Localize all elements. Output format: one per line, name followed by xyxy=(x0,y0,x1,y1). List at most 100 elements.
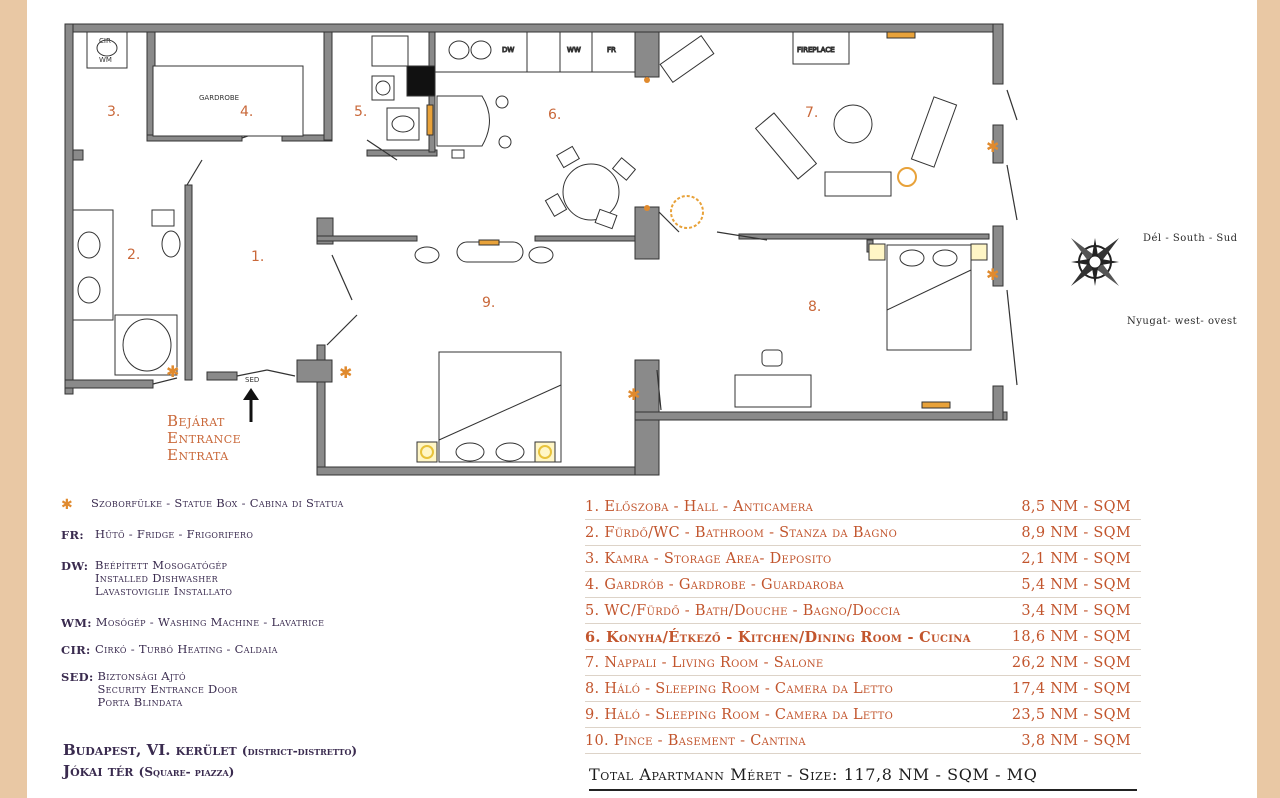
legend-item-dishwasher: DW: Beépített Mosogatógép Installed Dish… xyxy=(61,558,233,598)
bathtub-basin xyxy=(122,318,172,372)
pouf xyxy=(528,246,554,264)
statue-star-icon: ✱ xyxy=(61,497,74,513)
pillow xyxy=(455,442,485,462)
shower-tray xyxy=(371,35,409,67)
entrance-label: Bejárat Entrance Entrata xyxy=(167,413,241,464)
gardrobe-cabinet xyxy=(152,65,304,137)
desk-chair xyxy=(761,349,783,367)
floor-plan-drawing: CIR WM GARDROBE xyxy=(64,23,1238,476)
bath-counter xyxy=(72,209,114,321)
room-number-3: 3. xyxy=(107,104,120,120)
room-number-1: 1. xyxy=(251,249,264,265)
nightstand xyxy=(970,243,988,261)
wall-kitchen-right-top xyxy=(634,31,660,78)
room-row: 5. WC/Fürdő - Bath/Douche - Bagno/Doccia… xyxy=(585,601,1141,624)
lamp-icon xyxy=(897,167,917,187)
entrance-label-en: Entrance xyxy=(167,429,242,447)
toilet-tank xyxy=(151,209,175,227)
wall-right-mid xyxy=(992,225,1004,287)
pillow xyxy=(495,442,525,462)
wall-room8-top xyxy=(738,233,990,240)
stool xyxy=(495,95,509,109)
bed-icon xyxy=(886,244,972,351)
sink-icon xyxy=(77,231,101,259)
legend-item-heating: CIR: Cirkó - Turbó Heating - Caldaia xyxy=(61,642,278,658)
chair xyxy=(594,208,618,230)
toilet-icon xyxy=(161,230,181,258)
bathroom-fixtures xyxy=(72,209,181,376)
lamp-icon xyxy=(420,445,434,459)
bed-sheet-fold xyxy=(438,384,562,441)
lamp-icon xyxy=(921,401,951,409)
sofa-icon xyxy=(910,96,958,168)
window-living-a xyxy=(1006,89,1018,121)
wall-bath-pier xyxy=(72,149,84,161)
door-entrance-b xyxy=(266,369,296,377)
statue-star-icon: ✱ xyxy=(166,362,179,381)
cir-label: CIR xyxy=(99,37,111,45)
coffee-table xyxy=(833,104,873,144)
room-number-7: 7. xyxy=(805,105,818,121)
sed-label: SED xyxy=(245,376,259,384)
wall-gardrobe-right xyxy=(323,31,333,141)
room-number-5: 5. xyxy=(354,104,367,120)
wall-right-top xyxy=(992,23,1004,85)
door-room9-a xyxy=(331,254,353,301)
kitchen-fixtures: DW WW FR xyxy=(406,31,704,230)
lamp-icon xyxy=(538,445,552,459)
lamp-icon xyxy=(670,195,704,229)
room-row: 9. Háló - Sleeping Room - Camera da Lett… xyxy=(585,705,1141,728)
walls xyxy=(64,23,1008,476)
compass-south-label: Dél - South - Sud xyxy=(1143,233,1238,244)
sink-icon xyxy=(470,40,492,60)
entrance-label-hu: Bejárat xyxy=(167,412,225,430)
room-number-2: 2. xyxy=(127,247,140,263)
wall-room8-bottom xyxy=(634,411,1008,421)
bed-sheet-fold xyxy=(886,269,972,311)
washing-machine-icon xyxy=(96,39,118,57)
statue-star-icon: ✱ xyxy=(627,385,640,404)
gardrobe-label: GARDROBE xyxy=(199,94,239,102)
chair xyxy=(556,145,580,169)
door-bath xyxy=(152,377,178,385)
door-bath-top xyxy=(186,159,203,186)
door-room9-right xyxy=(656,369,662,411)
room-number-9: 9. xyxy=(482,295,495,311)
fireplace-label: FIREPLACE xyxy=(797,46,835,54)
entrance-label-it: Entrata xyxy=(167,446,229,464)
door-room9-b xyxy=(326,314,358,346)
legend-item-washing-machine: WM: Mosógép - Washing Machine - Lavatric… xyxy=(61,615,325,631)
sofa-icon xyxy=(824,171,892,197)
statue-boxes: ✱ ✱ ✱ ✱ ✱ xyxy=(166,77,999,404)
statue-star-icon: ✱ xyxy=(986,137,999,156)
total-size-text: Total Apartmann Méret - Size: 117,8 NM -… xyxy=(589,765,1038,784)
total-underline xyxy=(589,789,1137,791)
address-square-note: (Square- piazza) xyxy=(138,765,235,779)
legend-item-security-door: SED: Biztonsági Ajtó Security Entrance D… xyxy=(61,669,238,709)
fireplace xyxy=(792,31,850,65)
sofa-icon xyxy=(754,112,818,180)
compass-west-label: Nyugat- west- ovest xyxy=(1127,316,1237,327)
pouf xyxy=(414,246,440,264)
wall-room9-top-right xyxy=(534,235,636,242)
dw-label: DW xyxy=(502,46,514,54)
address: Budapest, VI. kerület (district-distrett… xyxy=(63,740,357,782)
chair xyxy=(544,193,568,217)
fr-label: FR xyxy=(607,46,616,54)
wall-room9-top-left xyxy=(316,235,418,242)
statue-star-icon: ✱ xyxy=(339,363,352,382)
statue-dot xyxy=(644,205,650,211)
wall-bottom-mid xyxy=(206,371,238,381)
wall-right-pier xyxy=(992,124,1004,164)
room-row: 2. Fürdő/WC - Bathroom - Stanza da Bagno… xyxy=(585,523,1141,546)
sink-icon xyxy=(77,276,101,304)
wall-wc-bottom xyxy=(366,149,438,157)
wm-label: WM xyxy=(99,56,112,64)
legend-item-fridge: FR: Hűtő - Fridge - Frigorifero xyxy=(61,527,254,543)
chair xyxy=(611,157,637,181)
